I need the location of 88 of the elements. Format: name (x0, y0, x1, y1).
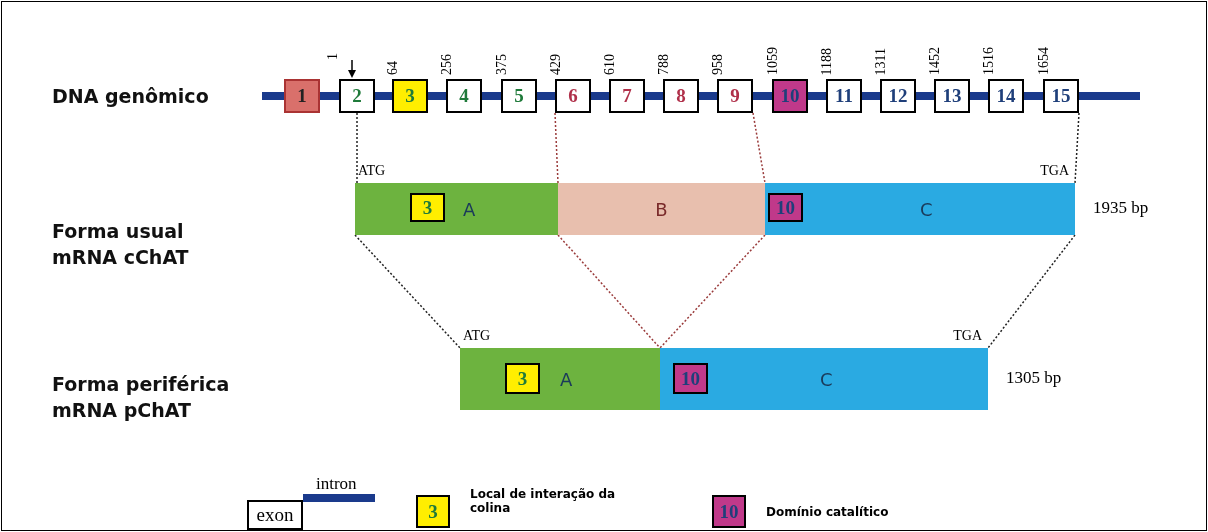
exon-number: 2 (352, 85, 362, 107)
row-label: DNA genômico (52, 84, 210, 109)
exon-box (505, 363, 540, 394)
exon-number: 8 (676, 85, 686, 107)
mrna-segment (660, 348, 988, 410)
exon-number: 3 (428, 500, 438, 523)
exon-number: 14 (996, 85, 1016, 107)
exon-box (934, 79, 970, 113)
segment-label: A (463, 198, 476, 220)
exon-box (1043, 79, 1079, 113)
position-number: 1516 (982, 47, 996, 75)
exon-number: 15 (1051, 85, 1071, 107)
exon-box (826, 79, 862, 113)
segment-label: C (820, 368, 833, 390)
exon-box (410, 193, 445, 222)
dotted-connector (752, 112, 766, 184)
exon-box (772, 79, 808, 113)
exon-number: 3 (405, 85, 415, 107)
dotted-connector (356, 112, 358, 184)
position-number: 1452 (928, 47, 942, 75)
exon-number: 10 (780, 85, 800, 107)
exon-number: 1 (297, 85, 307, 107)
codon-label: ATG (463, 328, 491, 344)
segment-label: C (920, 198, 933, 220)
position-number: 1654 (1037, 47, 1051, 75)
length-label: 1935 bp (1093, 198, 1149, 218)
row-label: Forma usual mRNA cChAT (52, 219, 190, 270)
position-number: 1 (326, 53, 340, 60)
exon-number: 10 (719, 500, 739, 523)
exon-number: 3 (517, 367, 528, 390)
exon-number: 7 (622, 85, 632, 107)
exon-box (768, 193, 803, 222)
exon-number: 5 (514, 85, 524, 107)
exon-box (880, 79, 916, 113)
exon-box (501, 79, 537, 113)
position-number: 375 (495, 54, 509, 75)
row-label: Forma periférica mRNA pChAT (52, 372, 231, 423)
exon-box (339, 79, 375, 113)
position-number: 256 (440, 54, 454, 75)
intron-label: intron (316, 474, 357, 494)
codon-label: TGA (1040, 163, 1069, 179)
description-text: Local de interação da colina (470, 487, 617, 515)
position-number: 429 (549, 54, 563, 75)
codon-label: TGA (953, 328, 982, 344)
mrna-segment (460, 348, 660, 410)
exon-box (446, 79, 482, 113)
exon-box (555, 79, 591, 113)
position-number: 610 (603, 54, 617, 75)
position-number: 1311 (874, 47, 888, 75)
mrna-segment (765, 183, 1075, 235)
exon-box (663, 79, 699, 113)
exon-box (988, 79, 1024, 113)
length-label: 1305 bp (1006, 368, 1062, 388)
exon-number: 12 (888, 85, 908, 107)
exon-box (673, 363, 708, 394)
segment-label: A (560, 368, 573, 390)
position-number: 958 (711, 54, 725, 75)
codon-label: ATG (358, 163, 386, 179)
dotted-connector (659, 234, 766, 349)
dotted-connector (554, 112, 559, 184)
exon-number: 13 (942, 85, 962, 107)
position-number: 1059 (766, 47, 780, 75)
exon-box (247, 500, 303, 530)
position-number: 64 (386, 61, 400, 75)
exon-box (392, 79, 428, 113)
dotted-connector (557, 234, 661, 349)
mrna-segment (355, 183, 558, 235)
exon-number: 9 (730, 85, 740, 107)
exon-box (284, 79, 320, 113)
exon-box (609, 79, 645, 113)
exon-number: 10 (776, 196, 795, 219)
exon-label: exon (256, 504, 294, 526)
position-number: 788 (657, 54, 671, 75)
exon-box (717, 79, 753, 113)
dotted-connector (354, 234, 461, 349)
position-number: 1188 (820, 47, 834, 75)
exon-number: 3 (422, 196, 433, 219)
mrna-segment (558, 183, 765, 235)
dotted-connector (987, 234, 1076, 349)
segment-label: B (655, 198, 668, 220)
legend-swatch (416, 495, 450, 528)
exon-number: 4 (459, 85, 469, 107)
legend-swatch (712, 495, 746, 528)
exon-number: 11 (835, 85, 853, 107)
description-text: Domínio catalítico (766, 505, 890, 519)
dotted-connector (1074, 112, 1080, 184)
exon-number: 10 (681, 367, 700, 390)
exon-number: 6 (568, 85, 578, 107)
